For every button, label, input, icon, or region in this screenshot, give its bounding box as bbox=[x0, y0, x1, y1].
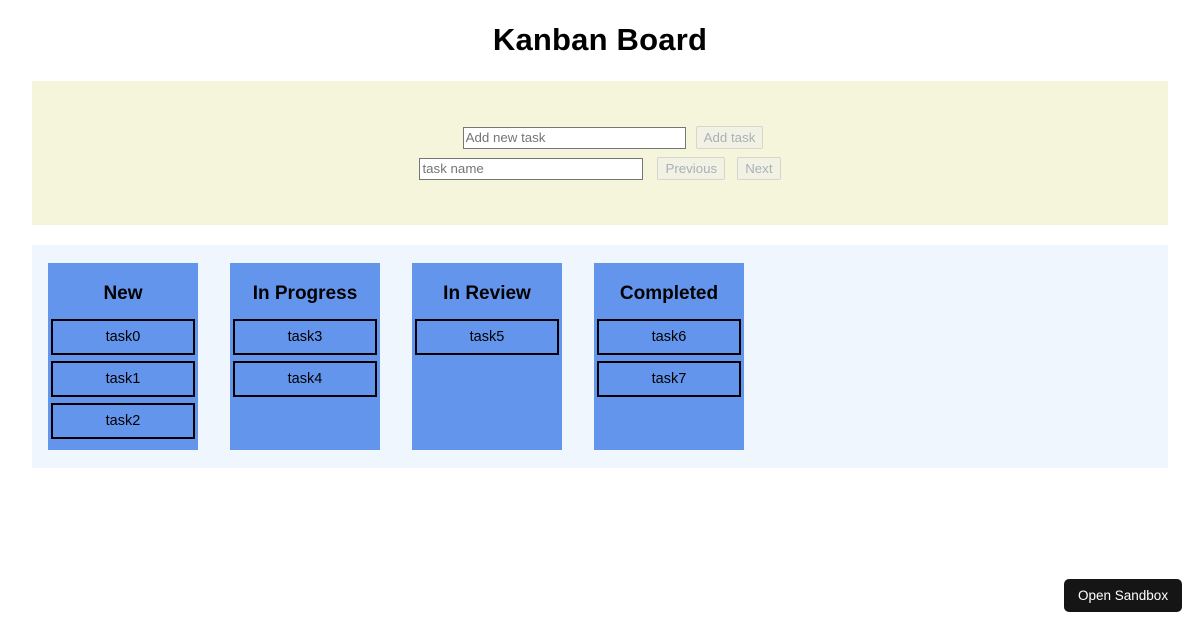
add-task-button[interactable]: Add task bbox=[695, 126, 764, 149]
column-title: In Progress bbox=[252, 283, 358, 304]
board-column-in-progress[interactable]: In Progress task3 task4 bbox=[230, 263, 380, 450]
task-card[interactable]: task2 bbox=[51, 403, 195, 439]
task-card[interactable]: task1 bbox=[51, 361, 195, 397]
column-title: Completed bbox=[619, 283, 719, 304]
task-nav-row: Previous Next bbox=[419, 156, 781, 182]
previous-button[interactable]: Previous bbox=[657, 157, 726, 180]
column-title: New bbox=[103, 283, 143, 304]
add-task-row: Add task bbox=[462, 125, 764, 151]
task-card[interactable]: task4 bbox=[233, 361, 377, 397]
task-card[interactable]: task6 bbox=[597, 319, 741, 355]
task-card[interactable]: task5 bbox=[415, 319, 559, 355]
page-title: Kanban Board bbox=[492, 22, 708, 57]
board-column-new[interactable]: New task0 task1 task2 bbox=[48, 263, 198, 450]
column-title: In Review bbox=[443, 283, 531, 304]
task-form-panel: Add task Previous Next bbox=[32, 81, 1168, 225]
next-button[interactable]: Next bbox=[737, 157, 781, 180]
task-card[interactable]: task0 bbox=[51, 319, 195, 355]
task-name-input[interactable] bbox=[419, 157, 644, 180]
task-card[interactable]: task7 bbox=[597, 361, 741, 397]
board-column-completed[interactable]: Completed task6 task7 bbox=[594, 263, 744, 450]
open-sandbox-button[interactable]: Open Sandbox bbox=[1064, 579, 1183, 612]
board-column-in-review[interactable]: In Review task5 bbox=[412, 263, 562, 450]
task-card[interactable]: task3 bbox=[233, 319, 377, 355]
add-task-input[interactable] bbox=[462, 126, 686, 149]
